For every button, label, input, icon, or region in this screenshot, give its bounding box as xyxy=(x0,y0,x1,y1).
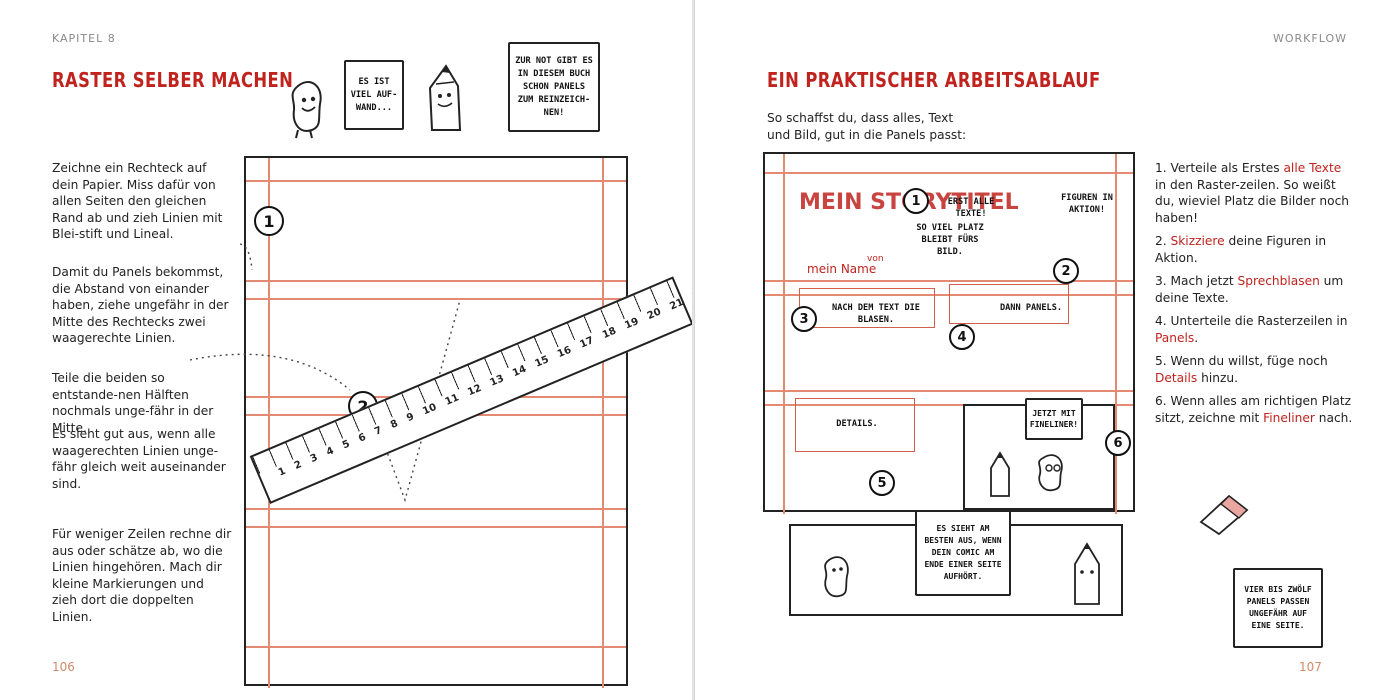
bean-character-icon xyxy=(291,81,322,139)
instruction-paragraph-1: Zeichne ein Rechteck auf dein Papier. Mi… xyxy=(52,161,223,241)
grid-line xyxy=(765,390,1133,392)
grid-line xyxy=(765,172,1133,174)
page-number-left: 106 xyxy=(52,660,75,674)
label-erst-alle-texte: ERST ALLE TEXTE! xyxy=(947,197,995,219)
step-marker-3: 3 xyxy=(791,306,817,332)
page-number-right: 107 xyxy=(1299,660,1322,674)
intro-text: So schaffst du, dass alles, Text und Bil… xyxy=(767,111,967,142)
label-details: DETAILS. xyxy=(836,419,878,429)
sketch-name: mein Name xyxy=(807,262,877,276)
running-head-left: KAPITEL 8 xyxy=(52,32,116,45)
label-figuren: FIGUREN IN AKTION! xyxy=(1061,193,1113,215)
bean-character-icon xyxy=(1038,454,1063,492)
grid-line xyxy=(246,526,626,528)
speech-bubble-fineliner: JETZT MIT FINELINER! xyxy=(1025,398,1083,440)
instruction-paragraph-5: Für weniger Zeilen rechne dir aus oder s… xyxy=(52,527,232,624)
sketch-panel xyxy=(795,398,915,452)
page-title-right: EIN PRAKTISCHER ARBEITSABLAUF xyxy=(767,68,1101,92)
right-page: WORKFLOW EIN PRAKTISCHER ARBEITSABLAUF S… xyxy=(694,0,1387,700)
dotted-leaders xyxy=(189,243,461,503)
step-marker-5: 5 xyxy=(869,470,895,496)
workflow-step: 2. Skizziere deine Figuren in Aktion. xyxy=(1155,234,1327,265)
sketch-panel xyxy=(949,284,1069,324)
workflow-step: 3. Mach jetzt Sprechblasen um deine Text… xyxy=(1155,274,1344,305)
label-dann-panels: DANN PANELS. xyxy=(999,303,1063,313)
pencil-character-icon xyxy=(990,451,1010,497)
step-marker-1: 1 xyxy=(903,188,929,214)
margin-line-left xyxy=(268,158,270,688)
instruction-paragraph-3: Teile die beiden so entstande-nen Hälfte… xyxy=(52,371,214,435)
instruction-paragraph-4: Es sieht gut aus, wenn alle waagerechten… xyxy=(52,427,226,491)
speech-bubble-effort: ES IST VIEL AUF-WAND... xyxy=(344,60,404,130)
workflow-step: 1. Verteile als Erstes alle Texte in den… xyxy=(1155,161,1350,225)
eraser-icon xyxy=(1199,494,1249,536)
grid-line xyxy=(246,180,626,182)
grid-line xyxy=(765,280,1133,282)
spine-gutter xyxy=(692,0,694,700)
label-so-viel-platz: SO VIEL PLATZ BLEIBT FÜRS BILD. xyxy=(916,223,984,257)
workflow-steps: 1. Verteile als Erstes alle Texte in den… xyxy=(1155,160,1355,433)
bean-character-icon xyxy=(824,556,849,598)
pencil-character-icon xyxy=(428,64,462,131)
speech-bubble-ending: ES SIEHT AM BESTEN AUS, WENN DEIN COMIC … xyxy=(915,510,1011,596)
left-page: KAPITEL 8 RASTER SELBER MACHEN ES IST VI… xyxy=(0,0,693,700)
grid-line xyxy=(765,404,1133,406)
margin-line-right xyxy=(602,158,604,688)
speech-bubble-ready-panels: ZUR NOT GIBT ES IN DIESEM BUCH SCHON PAN… xyxy=(508,42,600,132)
margin-line-left xyxy=(783,154,785,514)
step-marker-6: 6 xyxy=(1105,430,1131,456)
workflow-step: 6. Wenn alles am richtigen Platz sitzt, … xyxy=(1155,394,1353,425)
workflow-step: 5. Wenn du willst, füge noch Details hin… xyxy=(1155,354,1328,385)
grid-line xyxy=(246,508,626,510)
running-head-right: WORKFLOW xyxy=(1273,32,1347,45)
sketch-von: von xyxy=(867,254,884,264)
margin-line-right xyxy=(1115,154,1117,514)
grid-line xyxy=(246,646,626,648)
page-title-left: RASTER SELBER MACHEN xyxy=(52,68,294,92)
grid-line xyxy=(246,298,626,300)
step-marker-2: 2 xyxy=(1053,258,1079,284)
step-marker-4: 4 xyxy=(949,324,975,350)
workflow-step: 4. Unterteile die Rasterzeilen in Panels… xyxy=(1155,314,1348,345)
pencil-character-icon xyxy=(1074,542,1100,605)
speech-bubble-panel-count: VIER BIS ZWÖLF PANELS PASSEN UNGEFÄHR AU… xyxy=(1233,568,1323,648)
label-nach-dem-text: NACH DEM TEXT DIE BLASEN. xyxy=(832,303,920,325)
instruction-paragraph-2: Damit du Panels bekommst, die Abstand vo… xyxy=(52,265,229,345)
grid-line xyxy=(246,280,626,282)
step-marker-1: 1 xyxy=(254,206,284,236)
